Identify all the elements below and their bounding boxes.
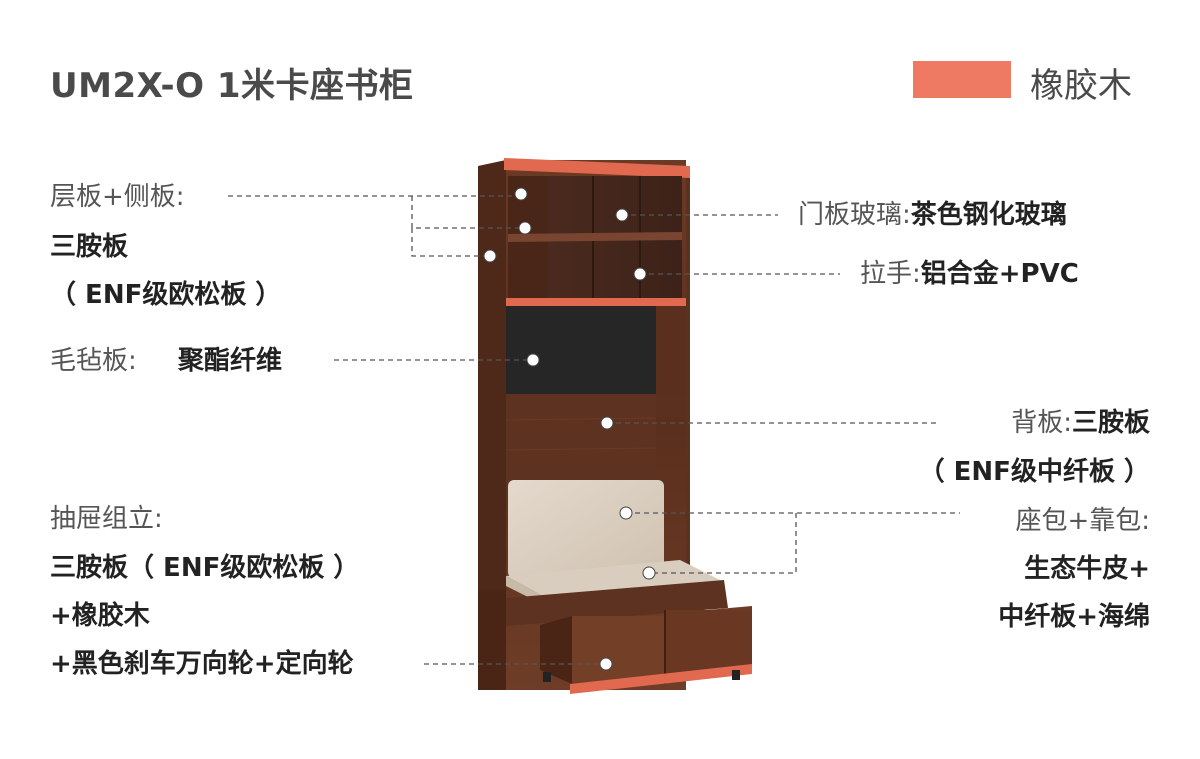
material-swatch-label: 橡胶木 bbox=[1030, 66, 1132, 106]
felt-board-label: 毛毡板: bbox=[50, 346, 137, 376]
felt-board-material: 聚酯纤维 bbox=[178, 346, 283, 376]
door-glass-label: 门板玻璃: bbox=[798, 200, 911, 230]
seat-back-label: 座包+靠包: bbox=[1015, 506, 1150, 536]
material-color-swatch bbox=[913, 61, 1011, 98]
door-glass-material: 茶色钢化玻璃 bbox=[910, 200, 1067, 230]
back-panel-label: 背板: bbox=[1011, 408, 1072, 438]
shelf-side-label: 层板+侧板: bbox=[50, 182, 185, 212]
drawer-material-3: +黑色刹车万向轮+定向轮 bbox=[50, 649, 354, 679]
door-glass-annotation: 门板玻璃:茶色钢化玻璃 bbox=[798, 198, 1067, 232]
page-title: UM2X-O 1米卡座书柜 bbox=[50, 66, 414, 106]
drawer-material-2: +橡胶木 bbox=[50, 601, 150, 631]
handle-label: 拉手: bbox=[860, 259, 921, 289]
drawer-material-1: 三胺板（ ENF级欧松板 ） bbox=[50, 553, 360, 583]
drawer-label: 抽屉组立: bbox=[50, 504, 163, 534]
marker-dots bbox=[483, 187, 656, 671]
back-panel-annotation: 背板:三胺板 bbox=[1011, 406, 1150, 440]
leader-lines bbox=[228, 195, 960, 665]
shelf-side-material: 三胺板 bbox=[50, 232, 129, 262]
back-panel-material-grade: （ ENF级中纤板 ） bbox=[918, 457, 1150, 487]
back-panel-material: 三胺板 bbox=[1071, 408, 1150, 438]
seat-back-material-2: 中纤板+海绵 bbox=[998, 602, 1150, 632]
seat-back-material-1: 生态牛皮+ bbox=[1024, 554, 1150, 584]
handle-annotation: 拉手:铝合金+PVC bbox=[860, 257, 1079, 291]
handle-material: 铝合金+PVC bbox=[920, 259, 1079, 289]
bookcase-body bbox=[478, 158, 752, 694]
shelf-side-material-grade: （ ENF级欧松板 ） bbox=[50, 280, 282, 310]
